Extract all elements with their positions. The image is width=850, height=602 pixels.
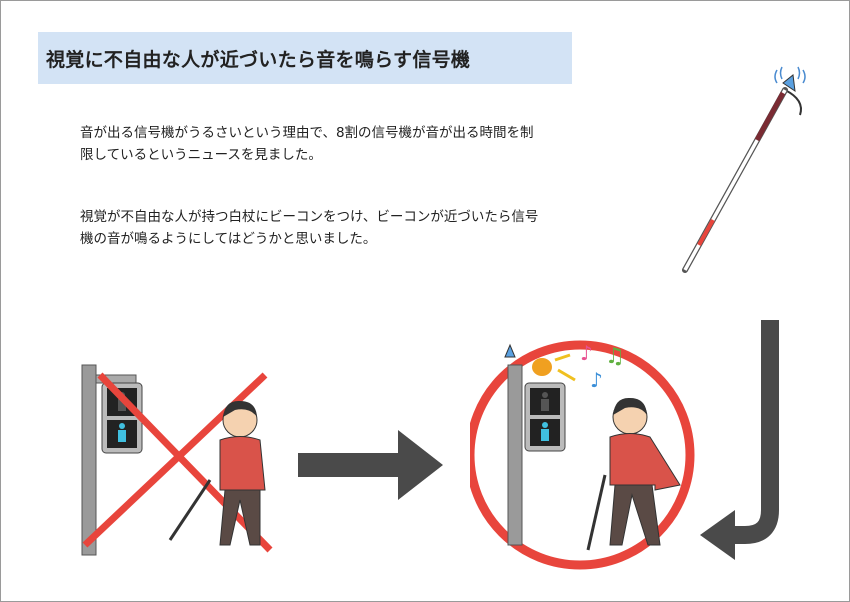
page-title: 視覚に不自由な人が近づいたら音を鳴らす信号機 xyxy=(46,49,471,71)
svg-text:♪: ♪ xyxy=(590,368,603,392)
paragraph-2: 視覚が不自由な人が持つ白杖にビーコンをつけ、ビーコンが近づいたら信号 機の音が鳴… xyxy=(80,206,538,250)
left-scene-illustration xyxy=(81,364,273,556)
title-band: 視覚に不自由な人が近づいたら音を鳴らす信号機 xyxy=(38,32,572,84)
text-line: 限しているというニュースを見ました。 xyxy=(80,147,322,163)
return-arrow-icon xyxy=(700,320,779,560)
right-scene-illustration: ♪ ♫ ♪ xyxy=(470,340,695,570)
right-arrow-icon xyxy=(298,430,443,500)
text-line: 機の音が鳴るようにしてはどうかと思いました。 xyxy=(80,231,377,247)
svg-text:♪: ♪ xyxy=(580,341,593,365)
paragraph-1: 音が出る信号機がうるさいという理由で、8割の信号機が音が出る時間を制 限している… xyxy=(80,122,534,166)
text-line: 視覚が不自由な人が持つ白杖にビーコンをつけ、ビーコンが近づいたら信号 xyxy=(80,209,539,225)
white-cane-beacon-illustration xyxy=(682,66,806,273)
text-line: 音が出る信号機がうるさいという理由で、8割の信号機が音が出る時間を制 xyxy=(80,125,534,141)
svg-text:♫: ♫ xyxy=(605,344,625,369)
